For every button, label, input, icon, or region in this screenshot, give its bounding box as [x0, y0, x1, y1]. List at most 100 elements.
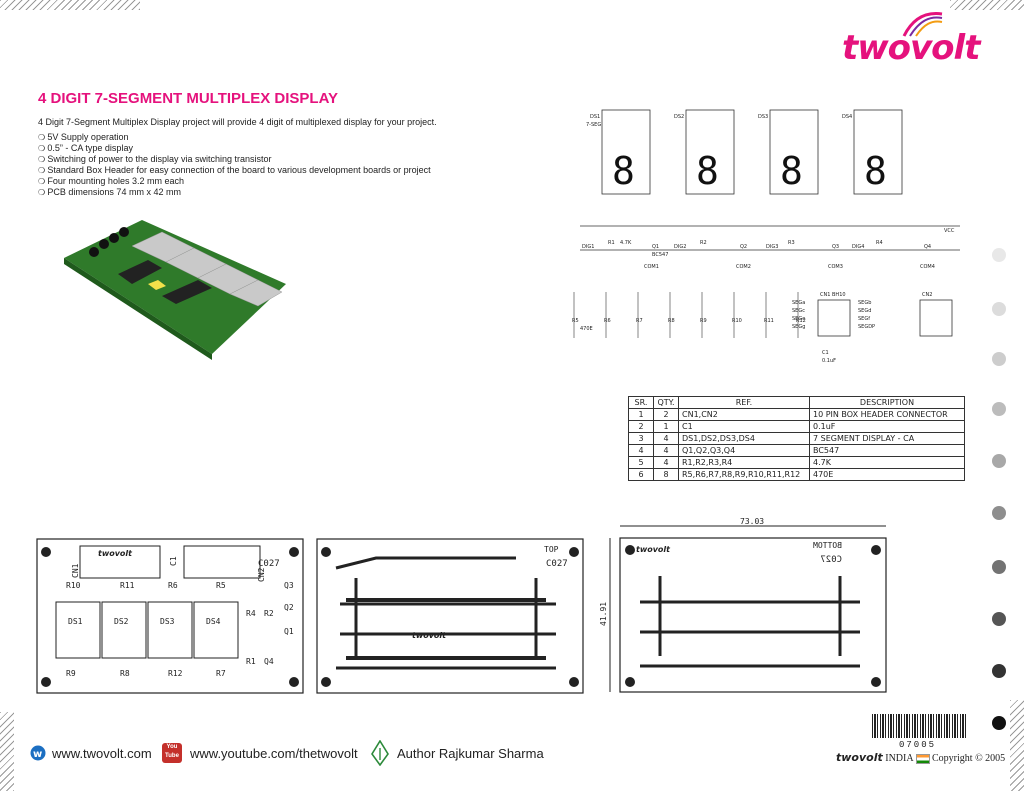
silk-r9: R9 [66, 669, 76, 678]
schematic-cn2: CN2 [922, 292, 932, 298]
table-header-row: SR. QTY. REF. DESCRIPTION [628, 396, 965, 409]
decorative-dot [992, 402, 1006, 416]
cell: 4 [653, 456, 679, 469]
silk-r7: R7 [216, 669, 226, 678]
cell: 7 SEGMENT DISPLAY - CA [809, 432, 965, 445]
schematic-seg-f: SEGf [858, 316, 870, 322]
corner-hatch-bottom-right [1010, 700, 1024, 791]
list-item: 5V Supply operation [38, 132, 431, 143]
schematic-com2: COM2 [736, 264, 751, 270]
silk-r6: R6 [168, 581, 178, 590]
schematic-c1: C1 [822, 350, 829, 356]
schematic-seg-c: SEGc [792, 308, 805, 314]
youtube-link[interactable]: www.youtube.com/thetwovolt [190, 746, 358, 761]
silk-ds1: DS1 [68, 617, 83, 626]
website-link[interactable]: www.twovolt.com [52, 746, 152, 761]
list-item: 0.5” - CA type display [38, 143, 431, 154]
schematic-com1: COM1 [644, 264, 659, 270]
schematic-q3: Q3 [832, 244, 839, 250]
logo-swoosh-icon [902, 12, 943, 37]
copyright-notice: Copyright © 2005 [932, 753, 1006, 764]
silk-ds2: DS2 [114, 617, 129, 626]
top-board-code: C027 [546, 559, 568, 569]
barcode-number: 07005 [899, 740, 937, 750]
schematic-ds3: DS3 [758, 114, 768, 120]
author-credit: Author Rajkumar Sharma [397, 746, 544, 761]
schematic-c1-value: 0.1uF [822, 358, 836, 364]
schematic-segment-value: 470E [580, 326, 593, 332]
copyright-country: INDIA [885, 753, 914, 764]
schematic-dig4: DIG4 [852, 244, 864, 250]
decorative-dot [992, 352, 1006, 366]
cell: CN1,CN2 [678, 408, 810, 421]
cell: 2 [628, 420, 654, 433]
decorative-dot [992, 302, 1006, 316]
schematic-r1: R1 [608, 240, 615, 246]
schematic-seg-b: SEGb [858, 300, 871, 306]
schematic-cn1: CN1 [820, 292, 830, 298]
cell: DS1,DS2,DS3,DS4 [678, 432, 810, 445]
cell: 4 [628, 444, 654, 457]
schematic-com3: COM3 [828, 264, 843, 270]
barcode-icon [872, 714, 968, 738]
svg-text:8: 8 [780, 149, 803, 193]
header-qty: QTY. [653, 396, 679, 409]
top-layer-label: TOP [544, 545, 559, 554]
pcb-silkscreen: R10 R11 R6 R5 R9 R8 R12 R7 DS1 DS2 DS3 D… [36, 538, 304, 694]
silk-board-code: C027 [258, 559, 280, 569]
pcb-bottom-layer: 73.03 41.91 twovolt BOTTOM C027 [600, 517, 887, 693]
cell: 6 [628, 468, 654, 481]
schematic-dig2: DIG2 [674, 244, 686, 250]
svg-text:8: 8 [612, 149, 635, 193]
schematic-q2: Q2 [740, 244, 747, 250]
schematic-q1: Q1 [652, 244, 659, 250]
svg-text:8: 8 [696, 149, 719, 193]
silk-r2: R1 [246, 657, 256, 666]
list-item: Standard Box Header for easy connection … [38, 165, 430, 176]
page-title: 4 DIGIT 7-SEGMENT MULTIPLEX DISPLAY [38, 90, 339, 107]
schematic-ds2: DS2 [674, 114, 684, 120]
schematic-r9: R9 [700, 318, 707, 324]
decorative-dot [992, 506, 1006, 520]
bottom-layer-label: BOTTOM [813, 541, 842, 550]
cell: 1 [628, 408, 654, 421]
pen-nib-icon [371, 740, 389, 766]
silk-ds4: DS4 [206, 617, 221, 626]
decorative-dot [992, 454, 1006, 468]
cell: R5,R6,R7,R8,R9,R10,R11,R12 [678, 468, 810, 481]
cell: C1 [678, 420, 810, 433]
decorative-dot [992, 248, 1006, 262]
decorative-dot [992, 716, 1006, 730]
schematic-seg-a: SEGa [792, 300, 805, 306]
schematic-ds1: DS1 [590, 114, 600, 120]
header-sr: SR. [628, 396, 654, 409]
cell: 3 [628, 432, 654, 445]
silk-r12: R12 [168, 669, 183, 678]
schematic-base-value: 4.7K [620, 240, 632, 246]
schematic-q4: Q4 [924, 244, 931, 250]
corner-hatch-top-right [950, 0, 1024, 10]
cell: 470E [809, 468, 965, 481]
cell: 10 PIN BOX HEADER CONNECTOR [809, 408, 965, 421]
silk-r5: R5 [216, 581, 226, 590]
schematic-r10: R10 [732, 318, 742, 324]
cell: 2 [653, 408, 679, 421]
copyright-brand: twovolt [836, 751, 883, 764]
svg-text:twovolt: twovolt [102, 317, 125, 324]
schematic-display-type: 7-SEG [586, 122, 601, 128]
youtube-icon: You Tube [162, 743, 182, 763]
schematic-dig3: DIG3 [766, 244, 778, 250]
schematic-seg-e: SEGe [792, 316, 805, 322]
schematic-r12: R12 [796, 318, 806, 324]
list-item: PCB dimensions 74 mm x 42 mm [38, 187, 431, 198]
product-photo: twovolt [64, 220, 286, 360]
schematic-r4: R4 [876, 240, 883, 246]
schematic-seg-dp: SEGDP [858, 324, 875, 330]
schematic-r11: R11 [764, 318, 774, 324]
silk-q3: Q2 [284, 603, 294, 612]
